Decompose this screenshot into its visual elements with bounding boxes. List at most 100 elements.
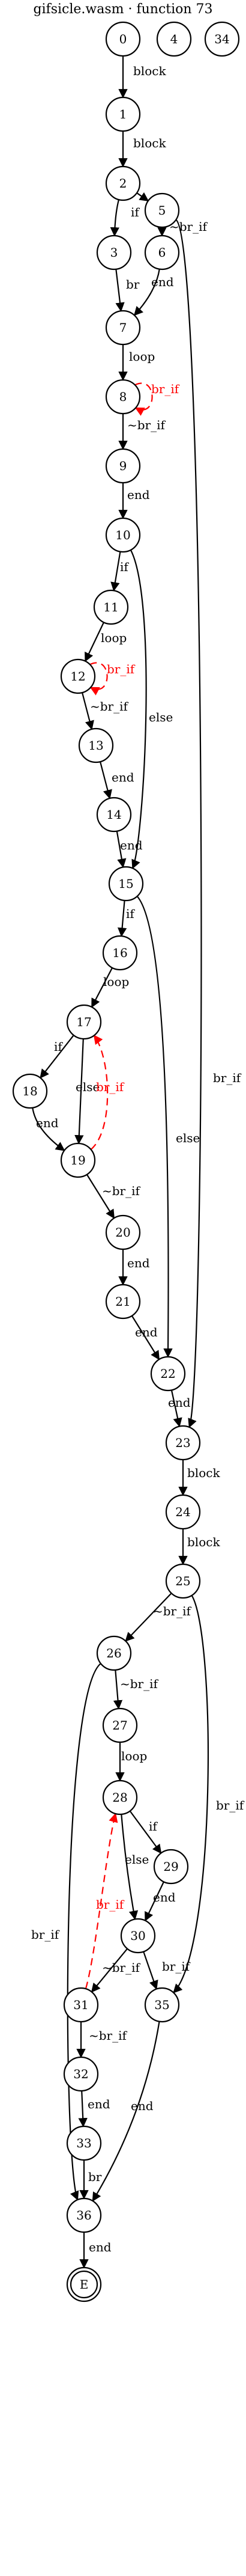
edge-label: ~br_if [153,1604,192,1618]
edge-26-36: br_if [31,1663,101,2201]
node-label: 9 [119,459,127,473]
edge-17-19: else [74,1038,100,1145]
edge-31-32: ~br_if [76,2022,128,2058]
edge-line [67,1663,101,2201]
edge-label: end [153,1890,176,1904]
node-label: 6 [158,245,166,260]
edge-line [143,1951,158,1990]
node-circle [144,192,180,228]
node-24: 24 [165,1494,201,1530]
node-label: 13 [88,738,103,753]
edge-line [40,1035,74,1079]
node-7: 7 [105,310,141,346]
edge-line [121,1814,139,1920]
edge-label: end [88,2097,110,2111]
edge-label: else [176,1131,200,1145]
edge-20-21: end [118,1249,150,1286]
node-10: 10 [105,517,141,553]
node-label: 12 [70,669,85,684]
node-11: 11 [93,589,129,625]
node-inner-circle [70,2270,98,2299]
node-22: 22 [150,1356,186,1392]
edge-13-14: end [100,761,134,800]
node-label: 3 [110,245,118,260]
node-label: 24 [175,1505,190,1519]
edge-26-27: ~br_if [113,1669,159,1710]
node-circle [165,1494,201,1530]
edge-23-24: block [178,1460,220,1496]
edge-line [89,662,108,696]
node-label: 28 [112,1790,127,1805]
edge-line [129,1810,162,1854]
edge-10-15: else [130,549,173,869]
node-label: 5 [158,203,166,218]
edge-12-13: ~br_if [82,692,129,730]
node-label: 32 [73,2067,88,2081]
node-circle [153,1849,189,1885]
edge-layer: blockblockifelsebr~br_ifbr_ifendloopbr_i… [31,56,245,2269]
node-circle [66,1004,102,1040]
edge-line [78,2090,88,2128]
edge-30-31: ~br_if [91,1948,141,1993]
edge-30-35: br_if [143,1951,191,1990]
node-label: 14 [106,807,121,822]
node-label: 2 [119,176,127,191]
node-circle [144,234,180,271]
edge-label: ~br_if [102,1960,141,1975]
node-circle [96,797,132,833]
node-0: 0 [105,21,141,57]
node-label: 25 [175,1574,190,1588]
node-circle [63,1987,99,2023]
edge-21-22: end [131,1315,160,1360]
node-circle [108,866,144,902]
edge-15-16: if [117,900,135,937]
node-30: 30 [120,1918,156,1954]
edge-line [74,1038,84,1145]
edge-35-36: end [92,2021,160,2202]
node-label: 16 [112,946,127,960]
edge-24-25: block [178,1529,220,1565]
edge-label: ~br_if [120,1677,159,1691]
edge-line [134,382,153,416]
node-circle [105,310,141,346]
node-circle [105,96,141,132]
edge-7-8: loop [118,344,155,381]
node-25: 25 [165,1563,201,1599]
edge-label: loop [129,349,155,364]
edge-label: if [149,1819,158,1834]
node-36: 36 [66,2197,102,2233]
edge-line [170,1390,182,1428]
edge-line [136,192,149,201]
edge-19-17: br_if [90,1035,125,1150]
node-circle [96,234,132,271]
edge-label: br_if [96,1897,125,1912]
edge-label: br_if [96,1080,125,1094]
node-9: 9 [105,448,141,484]
edge-29-30: end [145,1881,176,1922]
edge-8-8: br_if [134,382,180,416]
node-circle [204,21,240,57]
edge-label: end [168,1395,191,1410]
node-circle [78,727,114,763]
node-18: 18 [12,1073,48,1109]
node-label: 10 [115,528,130,542]
edge-line [110,551,121,592]
node-label: 15 [118,877,133,891]
node-28: 28 [102,1779,138,1816]
edge-line [131,1315,160,1360]
node-circle [120,1918,156,1954]
edge-label: else [149,710,173,724]
edge-label: br_if [151,382,180,396]
edge-label: br_if [216,1798,245,1813]
node-label: 7 [119,320,127,335]
edge-label: block [187,1535,220,1549]
node-21: 21 [105,1283,141,1320]
node-label: 8 [119,390,127,404]
node-circle [102,935,138,971]
edge-line [110,199,120,237]
node-13: 13 [78,727,114,763]
node-circle [63,2056,99,2092]
node-5: 5 [144,192,180,228]
edge-label: ~br_if [102,1184,141,1198]
